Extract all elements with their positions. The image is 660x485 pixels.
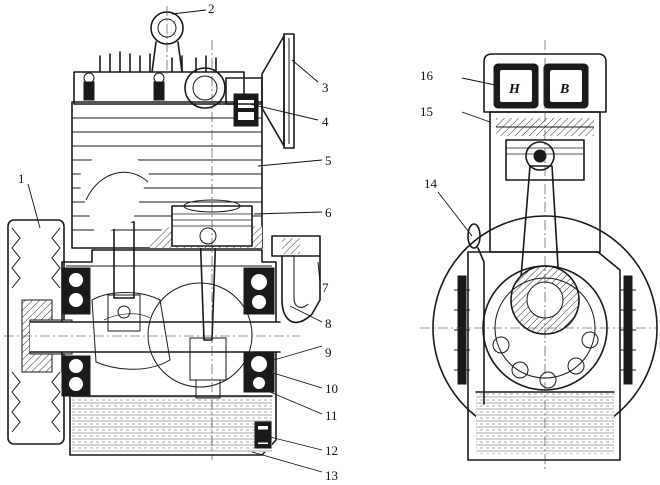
callout-number-7: 7 [322, 280, 329, 295]
crankshaft [29, 282, 281, 388]
delivery-pipe [271, 235, 321, 324]
callout-number-14: 14 [424, 176, 438, 191]
callout-number-4: 4 [322, 114, 329, 129]
callout-number-1: 1 [18, 171, 25, 186]
callout-number-2: 2 [208, 1, 215, 16]
callout-number-15: 15 [420, 104, 433, 119]
valve-plate [233, 93, 259, 127]
air-filter [225, 33, 295, 149]
callout-number-5: 5 [325, 153, 332, 168]
callout-number-10: 10 [325, 381, 338, 396]
lifting-eye [150, 6, 184, 74]
oil-dipstick [467, 223, 485, 405]
cylinder-head [73, 51, 245, 109]
callout-number-13: 13 [325, 468, 338, 483]
transverse-section-view: Н В [420, 40, 658, 470]
connecting-rods [107, 221, 227, 399]
side-bolts [454, 275, 636, 385]
callout-number-9: 9 [325, 345, 332, 360]
drain-plug [257, 429, 271, 443]
discharge-chamber-letter: В [559, 82, 569, 97]
callout-leaders [27, 9, 501, 473]
suction-chamber-letter: Н [508, 82, 521, 97]
oil-sump [71, 395, 273, 452]
callout-number-16: 16 [420, 68, 434, 83]
longitudinal-section-view [4, 6, 321, 460]
callout-number-12: 12 [325, 443, 338, 458]
callout-number-6: 6 [325, 205, 332, 220]
callout-numbers: 1 2 3 4 5 6 7 8 9 10 11 12 13 14 15 16 [18, 1, 438, 483]
callout-number-3: 3 [322, 80, 329, 95]
callout-number-8: 8 [325, 316, 332, 331]
callout-number-11: 11 [325, 408, 338, 423]
transverse-cylinder-head: Н В [483, 53, 607, 113]
main-bearings [61, 267, 275, 397]
